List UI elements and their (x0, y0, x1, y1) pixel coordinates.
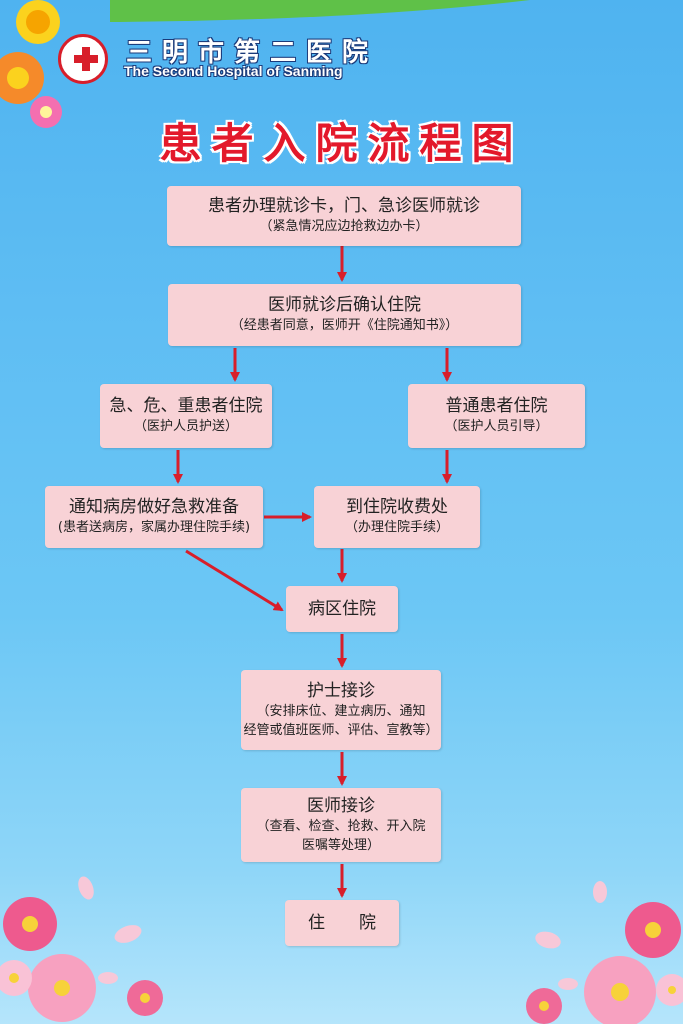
step-normal-patient: 普通患者住院 （医护人员引导） (408, 384, 585, 448)
step-note: (患者送病房，家属办理住院手续) (57, 520, 251, 535)
step-title: 病区住院 (308, 598, 376, 619)
step-note: （紧急情况应边抢救边办卡） (259, 219, 429, 234)
step-get-card: 患者办理就诊卡，门、急诊医师就诊 （紧急情况应边抢救边办卡） (167, 186, 521, 246)
step-note: （经患者同意，医师开《住院通知书》） (230, 318, 459, 333)
step-note: （办理住院手续） (344, 520, 449, 535)
page-title: 患者入院流程图 (159, 119, 524, 168)
step-note-2: 经管或值班医师、评估、宣教等） (243, 722, 439, 738)
step-title: 住 院 (308, 912, 376, 933)
step-title: 普通患者住院 (445, 396, 548, 416)
step-note-1: （查看、检查、抢救、开入院 (256, 818, 426, 834)
step-title: 医师就诊后确认住院 (268, 295, 421, 315)
step-title: 通知病房做好急救准备 (69, 497, 239, 517)
arrow-notify-ward (185, 549, 284, 612)
step-notify-ward: 通知病房做好急救准备 (患者送病房，家属办理住院手续) (45, 486, 263, 548)
hospital-name-cn: 三明市第二医院 (126, 38, 379, 68)
step-ward-admission: 病区住院 (286, 586, 398, 632)
step-note-2: 医嘱等处理） (301, 837, 380, 853)
step-title: 到住院收费处 (346, 497, 448, 517)
step-title: 患者办理就诊卡，门、急诊医师就诊 (208, 196, 480, 216)
step-billing-office: 到住院收费处 （办理住院手续） (314, 486, 480, 548)
step-critical-patient: 急、危、重患者住院 （医护人员护送） (100, 384, 272, 448)
hospital-logo-icon (58, 34, 108, 84)
step-title: 护士接诊 (307, 680, 375, 701)
step-title: 急、危、重患者住院 (109, 396, 263, 416)
flower-decoration-bottom (0, 876, 683, 1024)
step-hospitalized: 住 院 (285, 900, 399, 946)
hospital-name-en: The Second Hospital of Sanming (124, 63, 343, 79)
step-note: （医护人员护送） (133, 419, 238, 434)
step-confirm-admission: 医师就诊后确认住院 （经患者同意，医师开《住院通知书》） (168, 284, 521, 346)
step-note: （医护人员引导） (444, 419, 549, 434)
step-nurse-reception: 护士接诊 （安排床位、建立病历、通知 经管或值班医师、评估、宣教等） (241, 670, 441, 750)
step-title: 医师接诊 (307, 795, 375, 816)
step-note-1: （安排床位、建立病历、通知 (256, 703, 426, 719)
step-doctor-reception: 医师接诊 （查看、检查、抢救、开入院 医嘱等处理） (241, 788, 441, 862)
